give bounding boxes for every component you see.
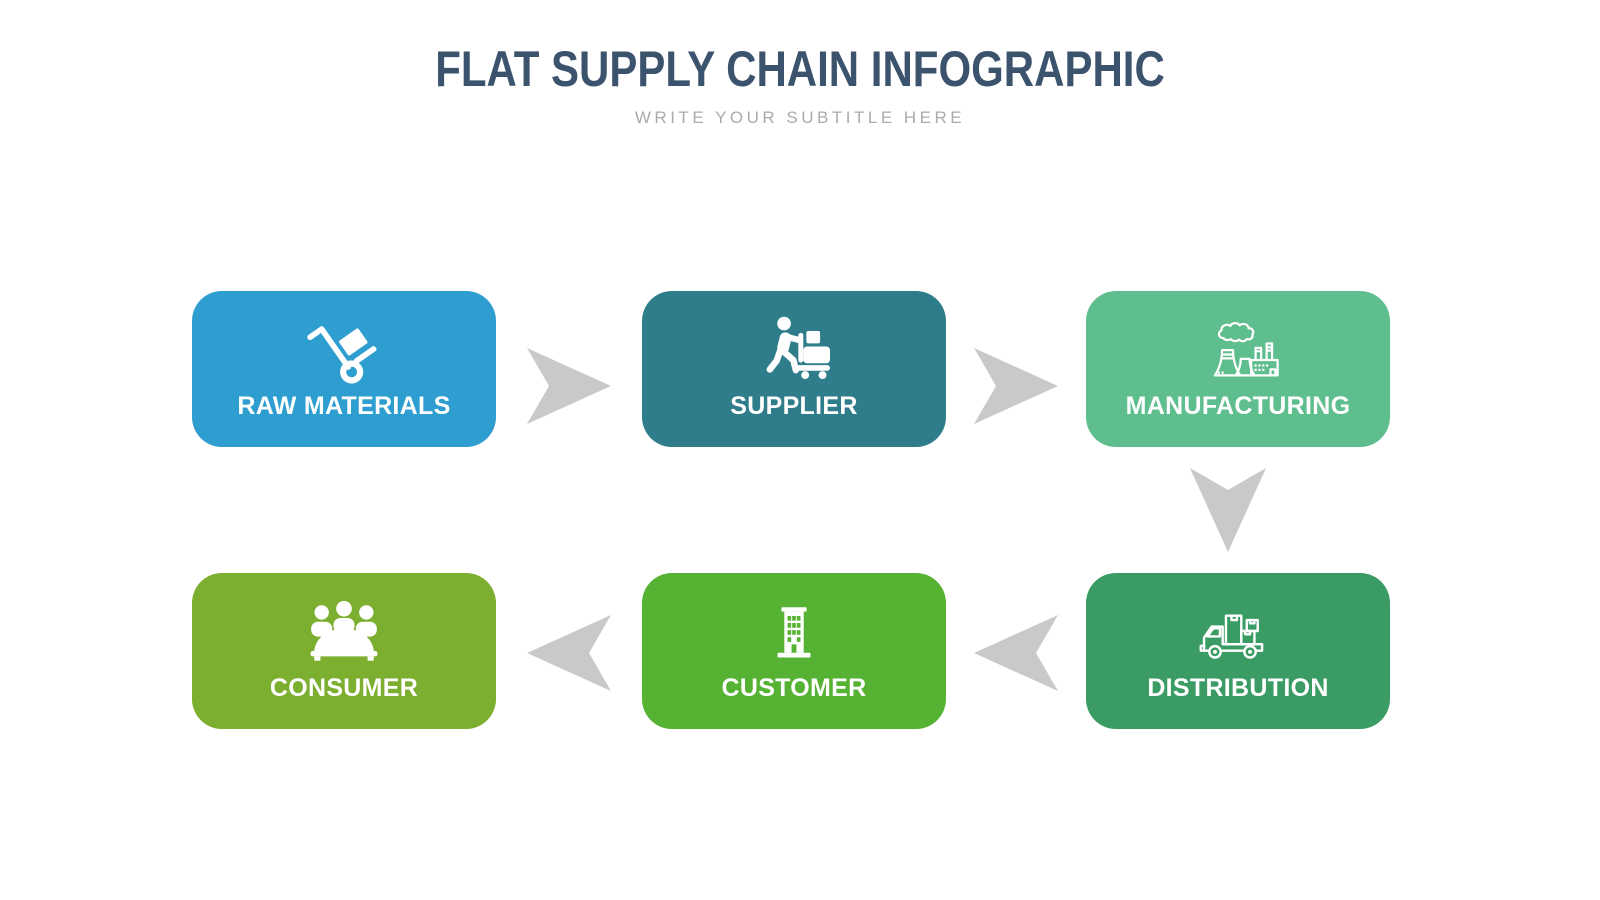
- flow-arrow-customer-to-consumer: [527, 615, 611, 691]
- node-label: DISTRIBUTION: [1147, 674, 1329, 702]
- worker-pushing-cart-icon: [754, 311, 834, 387]
- flow-arrow-distribution-to-customer: [974, 615, 1058, 691]
- flow-arrow-manufacturing-to-distribution: [1190, 468, 1266, 552]
- hand-truck-icon: [307, 311, 381, 387]
- node-label: SUPPLIER: [730, 392, 858, 420]
- node-label: CONSUMER: [269, 674, 419, 702]
- node-consumer: CONSUMER: [192, 573, 496, 729]
- node-distribution: DISTRIBUTION: [1086, 573, 1390, 729]
- flow-arrow-raw-materials-to-supplier: [527, 348, 611, 424]
- factory-icon: [1194, 311, 1282, 387]
- flow-arrow-supplier-to-manufacturing: [974, 348, 1058, 424]
- node-supplier: SUPPLIER: [642, 291, 946, 447]
- node-label: RAW MATERIALS: [237, 392, 451, 420]
- node-customer: CUSTOMER: [642, 573, 946, 729]
- node-raw-materials: RAW MATERIALS: [192, 291, 496, 447]
- people-meeting-icon: [304, 593, 384, 669]
- node-label: MANUFACTURING: [1125, 392, 1351, 420]
- page-subtitle: WRITE YOUR SUBTITLE HERE: [634, 108, 966, 127]
- node-label: CUSTOMER: [721, 674, 867, 702]
- page-title: FLAT SUPPLY CHAIN INFOGRAPHIC: [435, 41, 1165, 97]
- office-building-icon: [763, 593, 825, 669]
- delivery-truck-icon: [1192, 593, 1284, 669]
- node-manufacturing: MANUFACTURING: [1086, 291, 1390, 447]
